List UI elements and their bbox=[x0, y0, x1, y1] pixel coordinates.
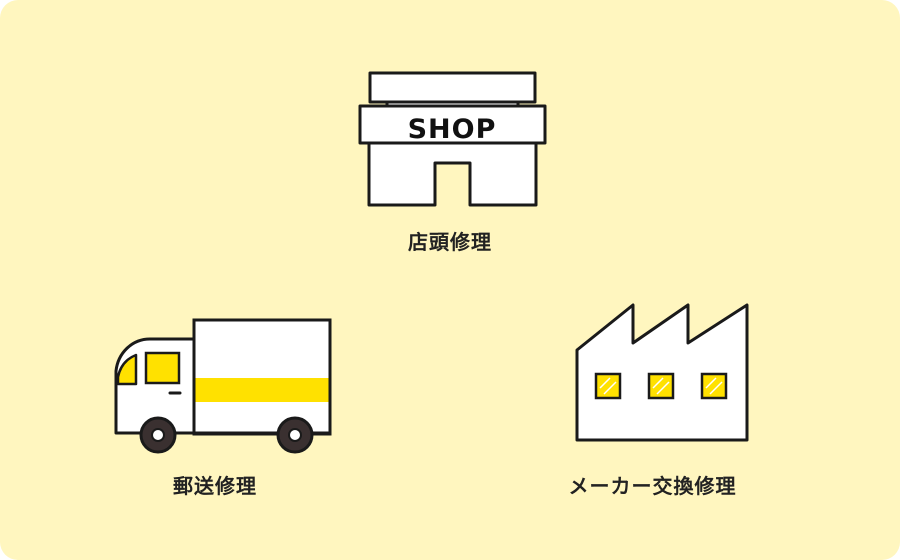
shop-sign-text: SHOP bbox=[408, 114, 497, 145]
factory-window bbox=[594, 372, 622, 400]
factory-window bbox=[647, 372, 675, 400]
factory-window bbox=[700, 372, 728, 400]
truck-icon bbox=[114, 318, 332, 454]
shop-icon: SHOP bbox=[358, 71, 547, 207]
factory-label: メーカー交換修理 bbox=[568, 474, 737, 498]
shop-label: 店頭修理 bbox=[408, 230, 492, 254]
factory-icon bbox=[575, 303, 749, 442]
mail-label: 郵送修理 bbox=[173, 474, 257, 498]
